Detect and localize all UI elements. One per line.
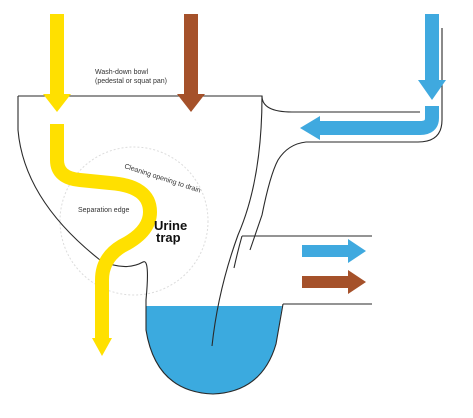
bowl-outline-left bbox=[17, 96, 284, 395]
bowl-rim bbox=[18, 95, 420, 113]
bowl-outline-right bbox=[211, 95, 263, 347]
urine-trap-label-line2: trap bbox=[156, 230, 181, 245]
urine-trap-zone bbox=[59, 146, 209, 296]
bowl-label-line2: (pedestal or squat pan) bbox=[95, 78, 167, 85]
water-outflow-arrow-icon bbox=[302, 239, 366, 263]
water-inflow-arrow-icon bbox=[300, 14, 446, 140]
drain-pipe-outline bbox=[233, 235, 372, 305]
feces-inflow-arrow-icon bbox=[177, 14, 205, 112]
bowl-label-line1: Wash-down bowl bbox=[95, 69, 148, 76]
feces-outflow-arrow-icon bbox=[302, 270, 366, 294]
urine-inflow-arrow-icon bbox=[43, 14, 71, 112]
separation-edge-label: Separation edge bbox=[78, 207, 129, 214]
flush-pipe-wall bbox=[249, 28, 443, 251]
urine-flow-path bbox=[50, 124, 157, 340]
urine-outflow-arrow-icon bbox=[92, 338, 112, 356]
urine-trap-label-line1: Urine bbox=[154, 218, 187, 233]
trap-water bbox=[146, 306, 282, 394]
